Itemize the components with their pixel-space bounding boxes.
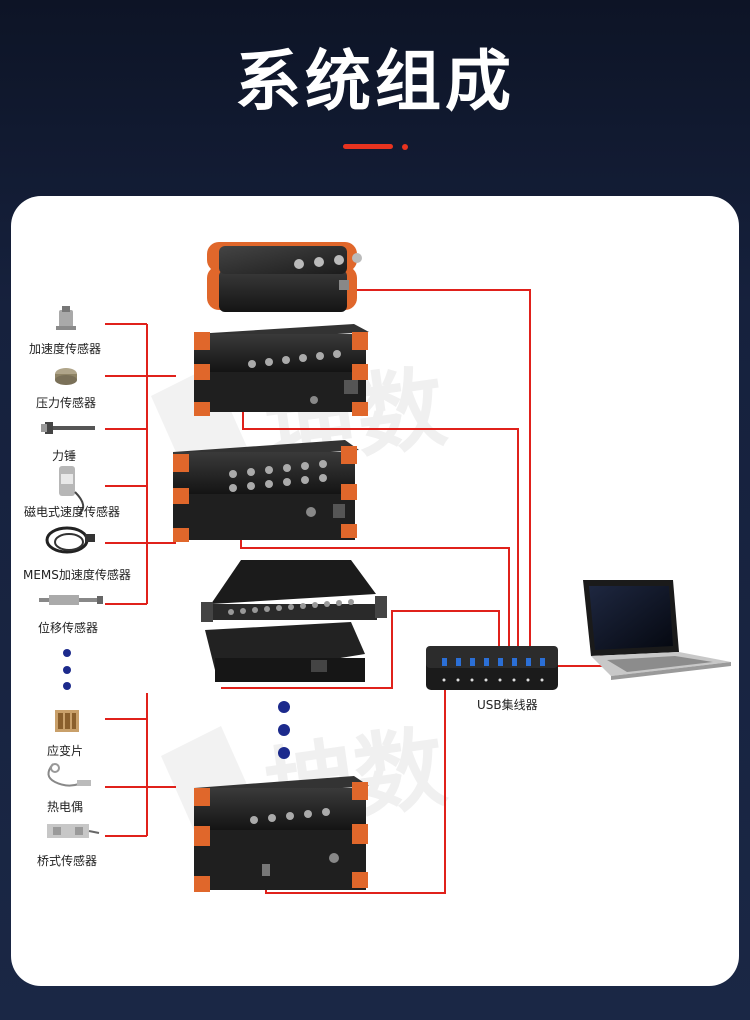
displacement-sensor-icon (39, 595, 103, 605)
page-title: 系统组成 (235, 43, 515, 120)
acquisition-instrument-stack-2 (173, 440, 359, 542)
usb-hub-label: USB集线器 (477, 698, 538, 712)
sensor-label: 热电偶 (47, 800, 84, 814)
sensor-label: 力锤 (52, 449, 77, 463)
sensor-label: 应变片 (47, 744, 84, 758)
system-diagram-card: 坤数 坤数 (11, 196, 739, 986)
magnetoelectric-velocity-sensor-icon (59, 466, 85, 515)
accelerometer-sensor-icon (56, 306, 76, 330)
force-hammer-icon (41, 422, 95, 434)
laptop-computer-icon (583, 580, 731, 680)
bridge-sensor-icon (47, 824, 100, 838)
title-underline (343, 144, 393, 149)
title-underline-dot (402, 144, 408, 150)
sensor-label: 压力传感器 (36, 396, 97, 410)
system-diagram: 坤数 坤数 (39, 242, 731, 894)
continuation-dots-middle (278, 701, 290, 759)
continuation-dots-left (63, 649, 71, 690)
sensor-label: 磁电式速度传感器 (24, 505, 121, 519)
rack-chassis-instrument (201, 560, 387, 682)
sensor-label: 桥式传感器 (37, 854, 98, 868)
sensor-label: 位移传感器 (38, 621, 99, 635)
usb-hub-device (426, 646, 558, 690)
pressure-sensor-icon (55, 368, 77, 385)
mems-accelerometer-icon (45, 526, 95, 554)
portable-acquisition-module (207, 242, 362, 312)
acquisition-instrument-stack-1 (194, 324, 369, 416)
sensor-label: 加速度传感器 (29, 342, 102, 356)
thermocouple-icon (47, 763, 91, 787)
acquisition-instrument-stack-3 (194, 776, 369, 892)
sensor-label: MEMS加速度传感器 (23, 568, 131, 582)
strain-gauge-icon (55, 710, 79, 732)
